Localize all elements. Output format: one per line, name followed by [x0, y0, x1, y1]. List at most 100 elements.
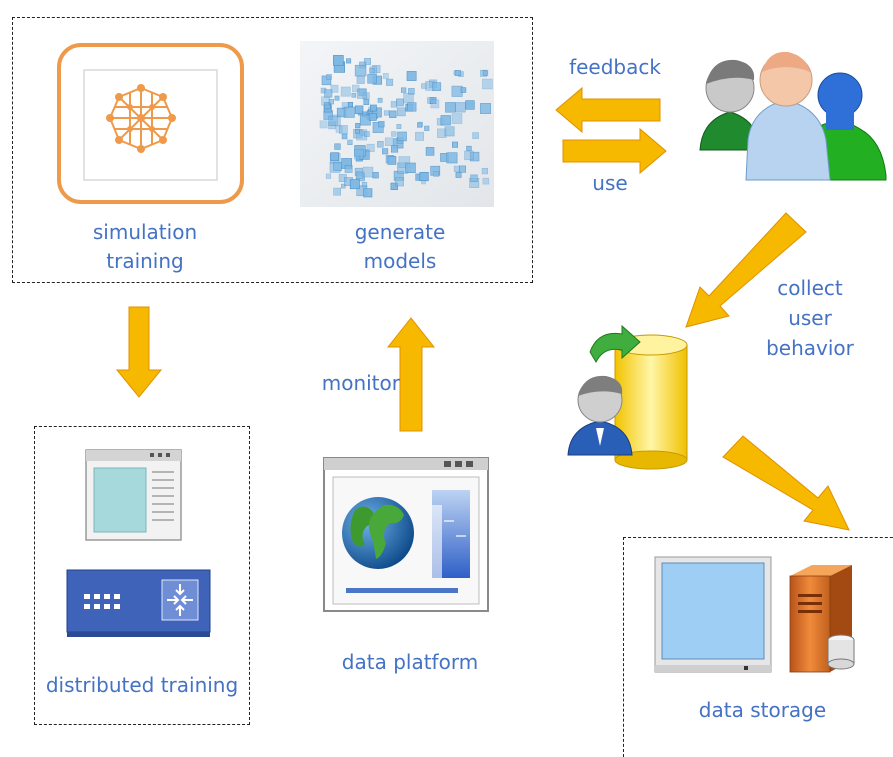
model-cube	[396, 124, 402, 129]
model-cube	[383, 110, 390, 116]
model-cube	[343, 106, 355, 118]
model-cube	[390, 145, 399, 153]
model-cube	[323, 102, 331, 110]
model-cube	[377, 97, 383, 103]
model-cube	[482, 177, 490, 185]
distributed-training-label: distributed training	[45, 673, 239, 697]
model-cube	[359, 114, 371, 126]
model-cube	[407, 102, 417, 112]
data-storage-label: data storage	[698, 698, 827, 722]
model-cube	[440, 115, 451, 126]
model-cube	[430, 99, 440, 109]
use-arrow	[562, 127, 667, 175]
distributed-training-box	[34, 426, 250, 725]
model-cube	[344, 165, 353, 173]
model-cube	[356, 75, 365, 84]
model-cube	[372, 122, 384, 133]
model-cube	[466, 145, 472, 152]
3d-models-icon	[300, 41, 494, 207]
model-cube	[340, 183, 346, 189]
computer-monitor-icon	[654, 556, 772, 673]
model-cube	[341, 133, 348, 140]
model-cube	[446, 152, 458, 164]
browser-window-icon	[85, 449, 182, 541]
model-cube	[333, 55, 344, 66]
model-cube	[325, 173, 332, 179]
model-cube	[397, 131, 407, 142]
model-cube	[465, 100, 475, 110]
model-cube	[453, 165, 461, 172]
monitor-label: monitor	[321, 371, 400, 395]
generate-models-label: generate models	[330, 219, 470, 274]
server-tower-icon	[789, 565, 855, 673]
model-group-box	[12, 17, 533, 283]
model-cube	[327, 115, 338, 126]
feedback-label: feedback	[569, 55, 661, 79]
model-cube	[351, 93, 357, 98]
model-cube	[396, 107, 406, 117]
model-cube	[364, 131, 370, 137]
model-cube	[421, 83, 427, 89]
model-cube	[321, 96, 331, 106]
model-cube	[394, 177, 404, 187]
collect-user-behavior-line-1: collect	[777, 276, 843, 300]
model-cube	[366, 143, 375, 152]
model-cube	[472, 132, 479, 139]
model-cube	[416, 122, 423, 128]
model-cube	[353, 149, 364, 160]
simulation-training-line-2: training	[106, 249, 184, 273]
data-platform-label: data platform	[341, 650, 479, 674]
model-cube	[400, 87, 407, 93]
model-cube	[328, 99, 334, 105]
diagram-canvas	[57, 41, 887, 673]
model-cube	[454, 70, 461, 77]
model-cube	[377, 141, 384, 148]
model-cube	[390, 182, 398, 190]
model-cube	[349, 179, 360, 190]
model-cube	[354, 105, 364, 115]
model-cube	[451, 113, 463, 124]
model-cube	[482, 78, 493, 90]
model-cube	[406, 71, 417, 81]
model-cube	[347, 102, 354, 108]
neural-network-icon	[57, 43, 244, 204]
model-cube	[326, 74, 332, 80]
feedback-arrow	[555, 86, 661, 134]
model-cube	[330, 84, 339, 93]
model-cube	[354, 64, 367, 77]
model-cube	[347, 139, 353, 146]
use-label: use	[592, 171, 628, 195]
model-cube	[370, 104, 377, 112]
model-cube	[334, 143, 341, 150]
to-data-storage-arrow	[722, 435, 850, 531]
model-cube	[425, 147, 435, 156]
model-cube	[390, 101, 398, 108]
model-cube	[382, 148, 389, 155]
collect-user-behavior-line-3: behavior	[766, 336, 854, 360]
model-cube	[384, 137, 394, 146]
collect-user-behavior-line-2: user	[788, 306, 832, 330]
model-cube	[346, 58, 352, 64]
model-cube	[355, 171, 364, 180]
collect-behavior-arrow	[685, 212, 807, 328]
model-cube	[333, 162, 342, 171]
model-cube	[386, 78, 394, 86]
globe-dashboard-icon	[323, 457, 489, 612]
model-cube	[356, 88, 368, 99]
model-cube	[324, 89, 333, 98]
model-cube	[355, 128, 360, 134]
model-cube	[464, 150, 474, 161]
model-cube	[378, 121, 385, 128]
model-cube	[391, 131, 397, 137]
model-cube	[433, 171, 440, 177]
simulation-training-label: simulation training	[70, 219, 220, 274]
data-storage-box	[623, 537, 893, 757]
model-cube	[403, 93, 414, 104]
model-cube	[458, 165, 467, 173]
model-cube	[334, 95, 340, 101]
model-cube	[333, 187, 342, 196]
generate-models-line-1: generate	[354, 220, 446, 244]
model-cube	[455, 102, 466, 113]
model-cube	[389, 110, 397, 118]
model-cube	[432, 82, 442, 91]
